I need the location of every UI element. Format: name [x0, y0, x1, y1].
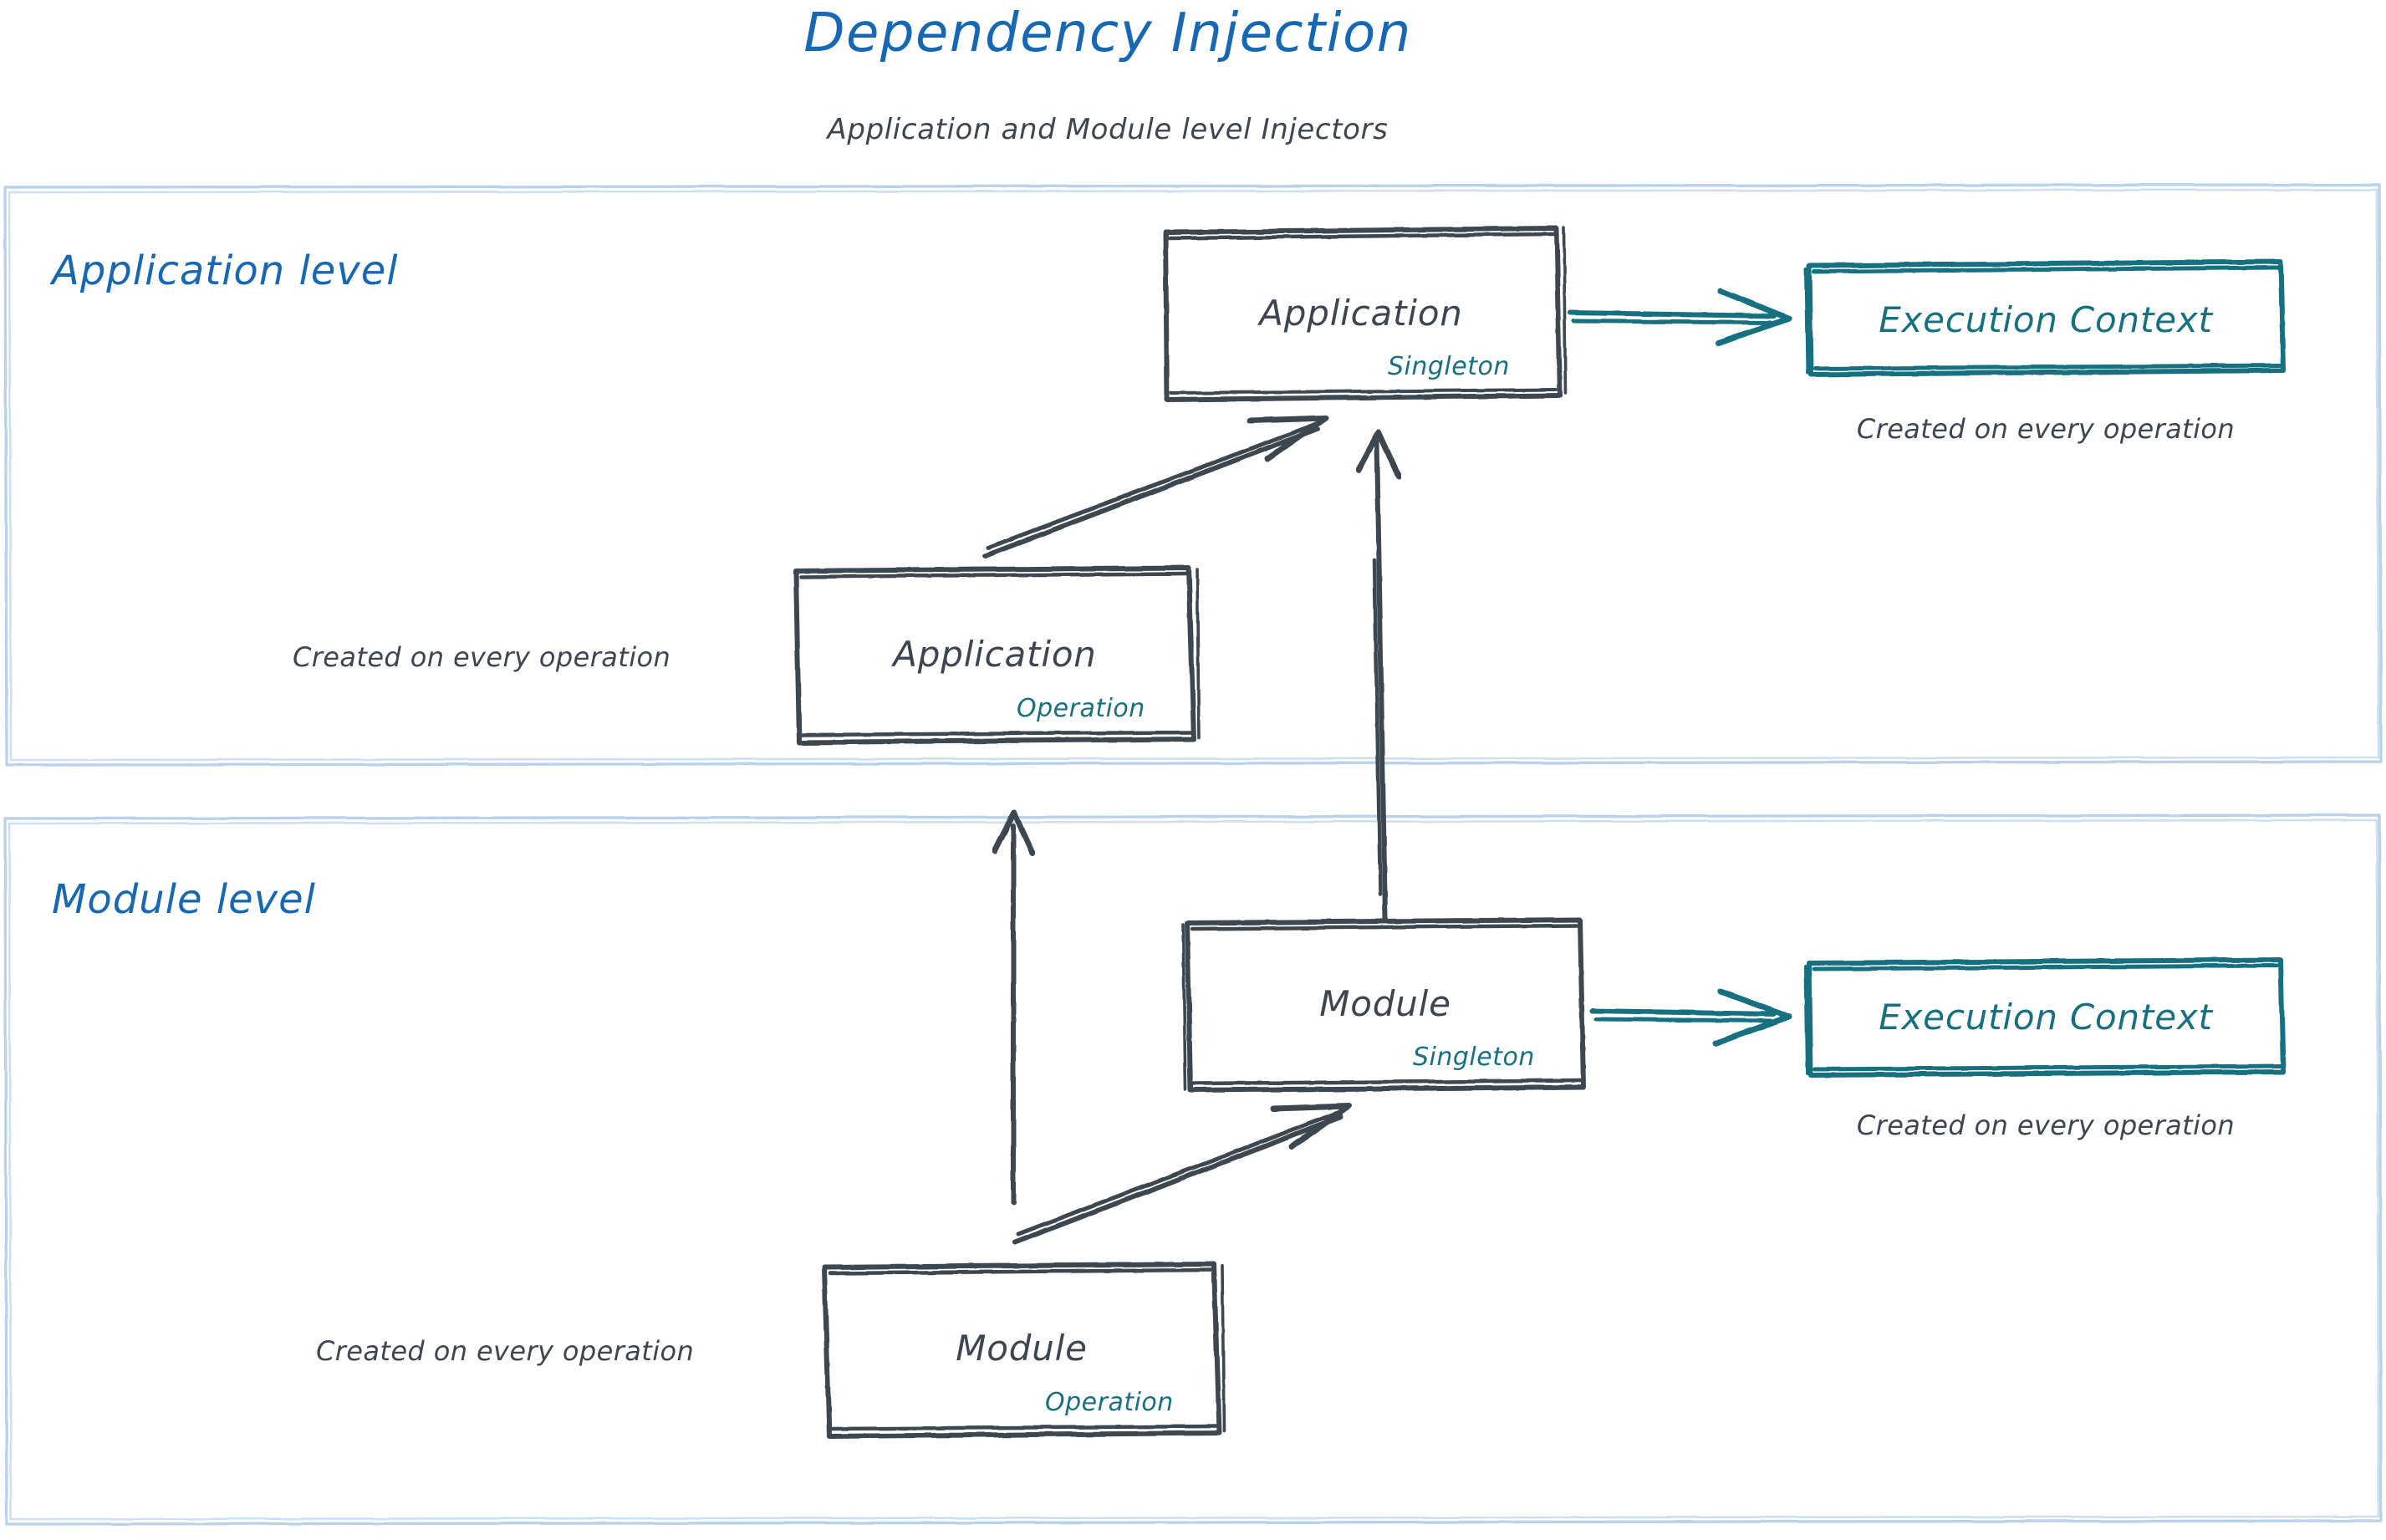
node-application-operation-scope: Operation [1017, 694, 1145, 723]
note-module-execution-context: Created on every operation [1856, 1109, 2236, 1141]
node-module-execution-context-title: Execution Context [1879, 997, 2213, 1038]
node-application-singleton-scope: Singleton [1388, 352, 1510, 381]
node-application-operation-title: Application [893, 634, 1097, 675]
node-application-singleton-title: Application [1259, 293, 1463, 334]
node-module-operation-title: Module [956, 1328, 1088, 1369]
node-module-singleton-title: Module [1319, 983, 1451, 1024]
edge-application-singleton-to-execution-context [1568, 288, 1792, 346]
edge-module-singleton-to-execution-context [1590, 988, 1792, 1047]
node-module-execution-context-border[interactable] [1804, 957, 2286, 1078]
node-application-singleton-border[interactable] [1163, 226, 1568, 402]
edge-module-operation-to-application-operation [992, 809, 1036, 1205]
section-label-module-level: Module level [52, 876, 316, 923]
module-level-container [3, 813, 2383, 1526]
node-module-operation-scope: Operation [1045, 1388, 1174, 1417]
edge-module-singleton-to-application-singleton [1355, 429, 1402, 922]
node-module-singleton-border[interactable] [1181, 917, 1586, 1093]
note-module-operation: Created on every operation [316, 1335, 695, 1367]
edge-module-operation-to-module-singleton [1012, 1103, 1353, 1245]
page-title: Dependency Injection [803, 3, 1412, 64]
application-level-container [3, 183, 2383, 767]
node-application-operation-border[interactable] [793, 565, 1201, 745]
page-subtitle: Application and Module level Injectors [827, 113, 1389, 146]
edge-application-operation-to-application-singleton [982, 415, 1329, 558]
node-application-execution-context-title: Execution Context [1879, 299, 2213, 340]
node-application-execution-context-border[interactable] [1804, 259, 2286, 377]
node-module-operation-border[interactable] [822, 1262, 1226, 1439]
node-module-singleton-scope: Singleton [1413, 1043, 1535, 1072]
section-label-application-level: Application level [52, 247, 399, 294]
note-application-execution-context: Created on every operation [1856, 413, 2236, 445]
note-application-operation: Created on every operation [293, 641, 671, 673]
